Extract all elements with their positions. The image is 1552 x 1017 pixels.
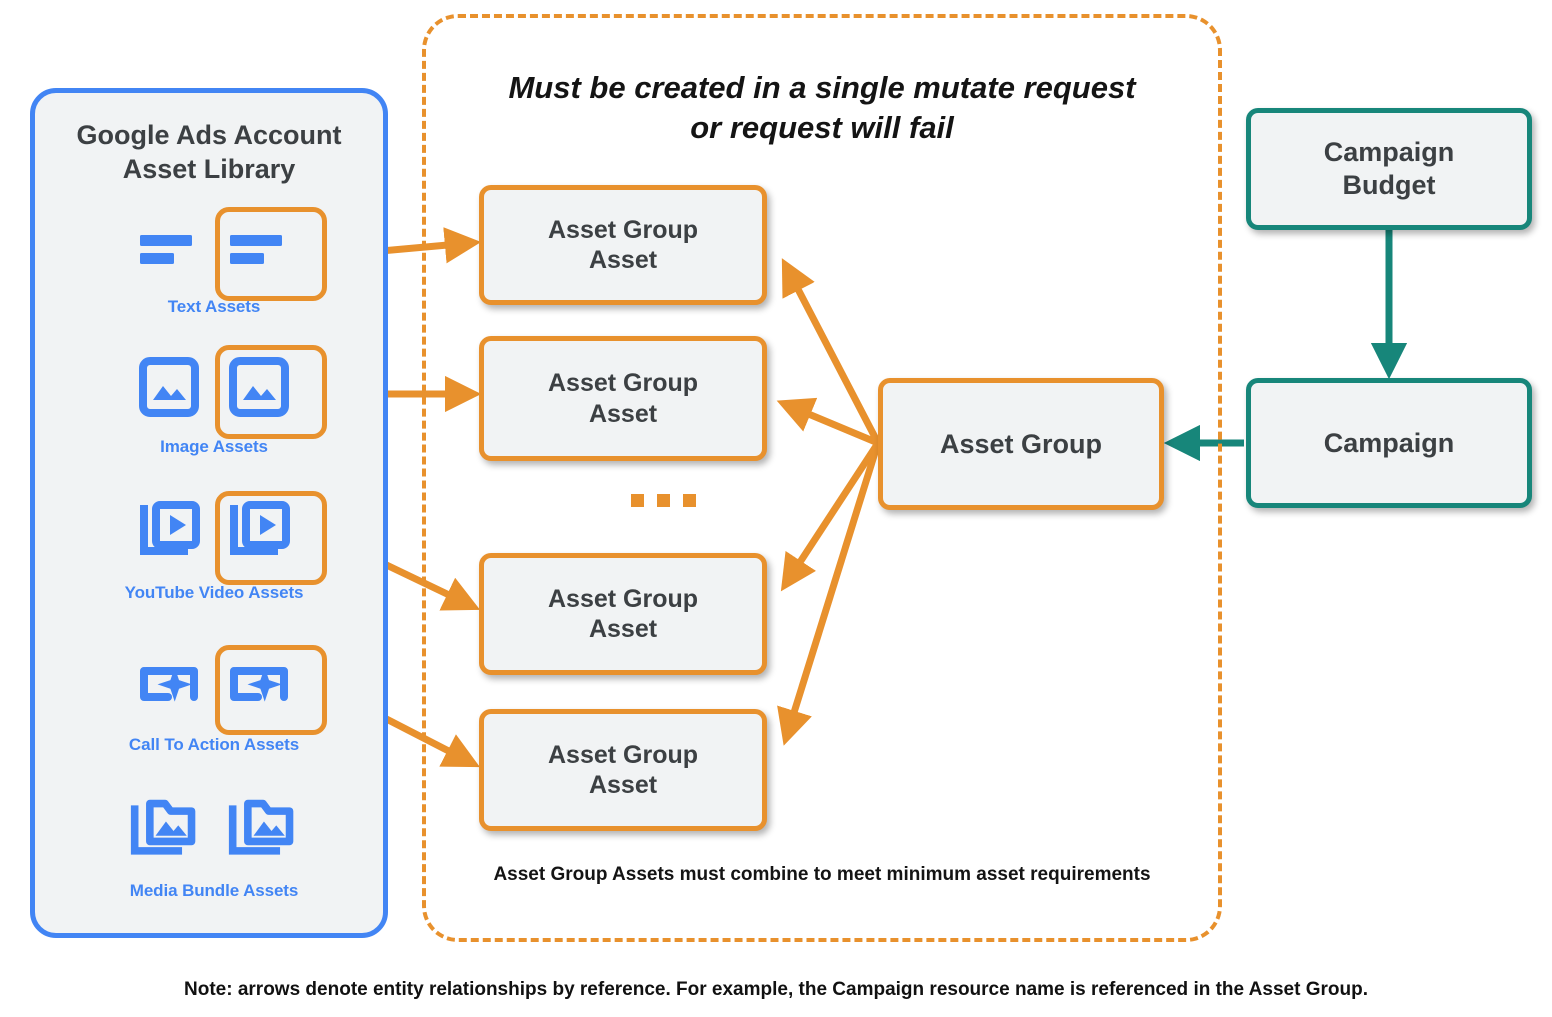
media-bundle-asset-icon (227, 795, 299, 867)
mutate-request-footer: Asset Group Assets must combine to meet … (493, 864, 1151, 885)
ellipsis-dot (657, 494, 670, 507)
text-asset-icon (223, 211, 295, 283)
cta-asset-highlight-box (215, 645, 327, 735)
asset-row-media-bundle[interactable]: Media Bundle Assets (35, 785, 393, 901)
image-asset-icon-secondary (133, 351, 205, 423)
asset-row-video[interactable]: YouTube Video Assets (35, 487, 393, 603)
asset-row-cta[interactable]: Call To Action Assets (35, 639, 393, 755)
asset-library-panel: Google Ads Account Asset Library (30, 88, 388, 938)
image-asset-icon (223, 351, 295, 423)
text-asset-highlight-box (215, 207, 327, 301)
call-to-action-asset-icon (223, 649, 295, 721)
asset-label-cta: Call To Action Assets (128, 735, 300, 754)
ellipsis-dot (683, 494, 696, 507)
mutate-request-header: Must be created in a single mutate reque… (508, 70, 1136, 146)
asset-row-image[interactable]: Image Assets (35, 341, 393, 457)
asset-label-text: Text Assets (167, 297, 261, 316)
youtube-video-asset-icon-secondary (133, 497, 205, 569)
asset-group-asset-node-4[interactable]: Asset Group Asset (479, 709, 767, 831)
asset-label-image: Image Assets (160, 437, 268, 456)
call-to-action-asset-icon-secondary (133, 649, 205, 721)
image-asset-highlight-box (215, 345, 327, 439)
campaign-node[interactable]: Campaign (1246, 378, 1532, 508)
asset-row-text[interactable]: Text Assets (35, 201, 393, 317)
ellipsis-dot (631, 494, 644, 507)
asset-group-asset-node-2[interactable]: Asset Group Asset (479, 336, 767, 461)
asset-group-asset-node-1[interactable]: Asset Group Asset (479, 185, 767, 305)
media-bundle-asset-icon-secondary (129, 795, 201, 867)
asset-group-node[interactable]: Asset Group (878, 378, 1164, 510)
campaign-budget-node[interactable]: Campaign Budget (1246, 108, 1532, 230)
text-asset-icon-secondary (133, 211, 205, 283)
youtube-video-asset-icon (223, 497, 295, 569)
asset-library-title: Google Ads Account Asset Library (76, 120, 342, 184)
mutate-request-container: Must be created in a single mutate reque… (422, 14, 1222, 942)
asset-group-asset-node-3[interactable]: Asset Group Asset (479, 553, 767, 675)
diagram-footnote: Note: arrows denote entity relationships… (184, 979, 1368, 1000)
asset-label-video: YouTube Video Assets (124, 583, 304, 602)
ellipsis-indicator (631, 494, 696, 507)
asset-label-media-bundle: Media Bundle Assets (129, 881, 299, 900)
video-asset-highlight-box (215, 491, 327, 585)
